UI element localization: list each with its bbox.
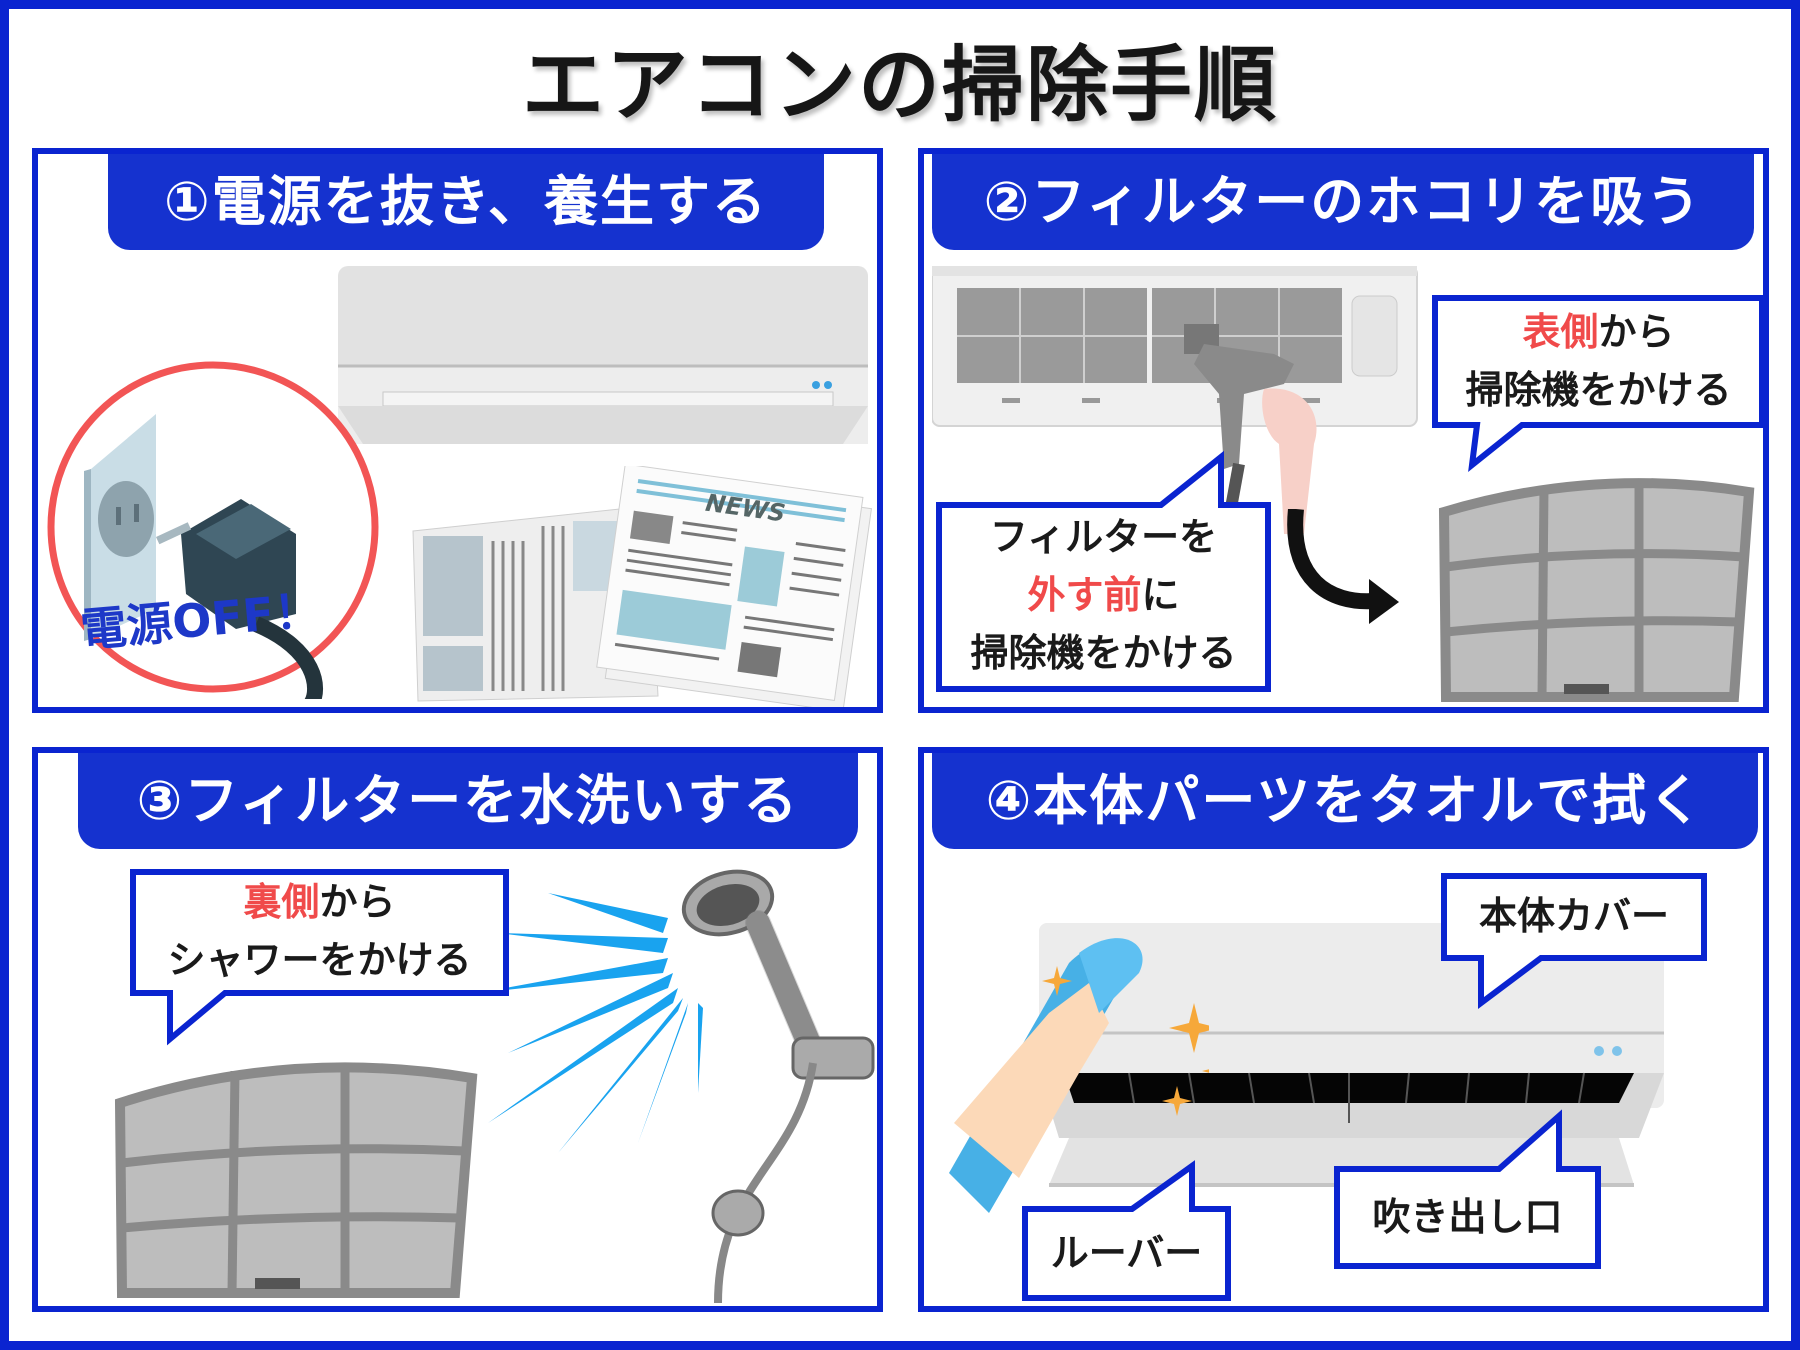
step-3-panel: ③フィルターを水洗いする 裏側から シャワーをかける [32,747,883,1312]
shower-head-illustration [681,869,875,1304]
step-2-heading: ②フィルターのホコリを吸う [932,154,1754,250]
label-body-cover: 本体カバー [1478,894,1669,938]
callout-text: 掃除機をかける [970,631,1237,675]
page-title: エアコンの掃除手順 [521,38,1278,133]
callout-text: 掃除機をかける [1465,368,1732,412]
callout-text: から [1598,310,1675,354]
step-4-panel: ④本体パーツをタオルで拭く 本体カバー ルーバー 吹き出し口 [918,747,1769,1312]
highlight-back: 裏側 [243,880,320,924]
filter-illustration [114,1062,478,1298]
callout-body-cover: 本体カバー [1441,873,1707,1009]
callout-back-side: 裏側から シャワーをかける [130,869,509,1046]
label-air-outlet: 吹き出し口 [1372,1195,1563,1239]
unplugged-outlet-icon [47,361,379,699]
step-4-heading: ④本体パーツをタオルで拭く [932,753,1758,849]
label-louver: ルーバー [1050,1231,1203,1275]
step-3-heading: ③フィルターを水洗いする [78,753,858,849]
callout-louver: ルーバー [1022,1160,1231,1301]
hand-wiping-towel-illustration [949,938,1209,1213]
callout-text: から [319,880,396,924]
filter-illustration [1438,478,1755,702]
callout-before-removing: フィルターを 外す前に 掃除機をかける [936,450,1271,692]
callout-front-side: 表側から 掃除機をかける [1432,295,1763,472]
callout-text: フィルターを [989,515,1218,559]
callout-text: に [1141,573,1180,617]
callout-air-outlet: 吹き出し口 [1334,1109,1601,1269]
highlight-front: 表側 [1522,310,1599,354]
callout-text: シャワーをかける [167,938,472,982]
step-1-panel: ①電源を抜き、養生する 電源OFF！ NEWS [32,148,883,713]
highlight-before: 外す前 [1027,573,1142,617]
step-1-heading: ①電源を抜き、養生する [108,154,824,250]
water-splash-icon [478,893,703,1153]
newspapers-illustration: NEWS [412,466,873,707]
curved-arrow-icon [1287,509,1399,624]
air-conditioner-open-filter-illustration [932,266,1418,427]
air-conditioner-illustration [338,266,868,444]
step-2-panel: ②フィルターのホコリを吸う 表側から 掃除機をかける フィルターを 外す前に 掃… [918,148,1769,713]
